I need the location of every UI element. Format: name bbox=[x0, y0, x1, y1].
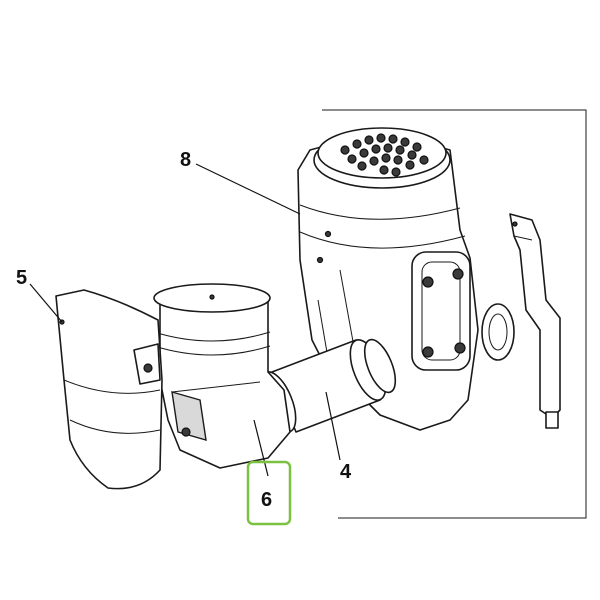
leader-line-5 bbox=[29, 283, 63, 323]
highlight-box-part-6 bbox=[246, 460, 292, 526]
assembly-bracket-outline bbox=[322, 109, 587, 519]
leader-line-4 bbox=[325, 391, 341, 461]
shroud-part-5[interactable] bbox=[55, 289, 163, 490]
side-pipe[interactable] bbox=[509, 213, 561, 429]
callout-label-8: 8 bbox=[180, 149, 191, 171]
perforated-cap-holes bbox=[340, 133, 429, 177]
leader-line-6 bbox=[253, 419, 269, 477]
canister-part-6[interactable] bbox=[153, 283, 291, 469]
callout-label-5: 5 bbox=[16, 267, 27, 289]
leader-line-8 bbox=[195, 163, 301, 215]
callout-label-6: 6 bbox=[261, 489, 272, 511]
callout-label-4: 4 bbox=[340, 461, 352, 483]
